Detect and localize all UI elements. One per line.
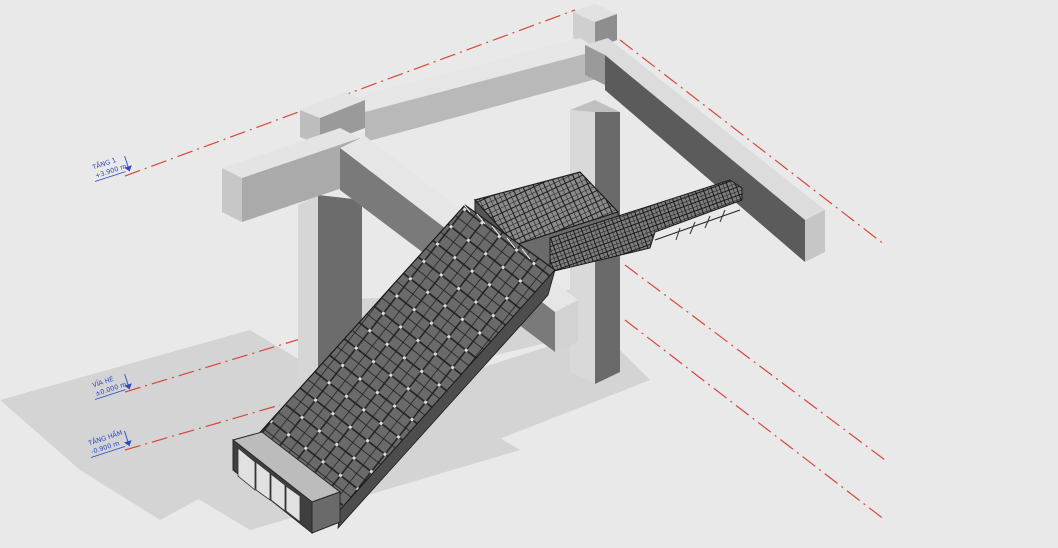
level-line-via-he-right xyxy=(624,264,886,461)
beam-back[interactable] xyxy=(345,38,600,142)
level-head-icon xyxy=(124,373,132,390)
level-head-icon xyxy=(124,430,132,447)
level-line-tang-1-left xyxy=(124,9,576,177)
level-line-via-he-left xyxy=(124,329,331,393)
stair-rebar-ends xyxy=(461,201,531,260)
column-back-right[interactable] xyxy=(573,4,617,48)
beam-left[interactable] xyxy=(222,128,360,222)
level-lines xyxy=(124,9,886,521)
column-left[interactable] xyxy=(298,195,362,380)
level-line-tang-ham-right xyxy=(624,319,886,521)
beam-right[interactable] xyxy=(585,38,825,262)
stair-bottom-steps[interactable] xyxy=(231,431,342,535)
level-line-tang-ham-left xyxy=(124,404,281,451)
level-head-icon xyxy=(124,155,132,172)
upper-flight-rebar[interactable] xyxy=(549,179,743,273)
level-tag-tang-1[interactable]: TẦNG 1 +3.900 m xyxy=(89,150,134,182)
